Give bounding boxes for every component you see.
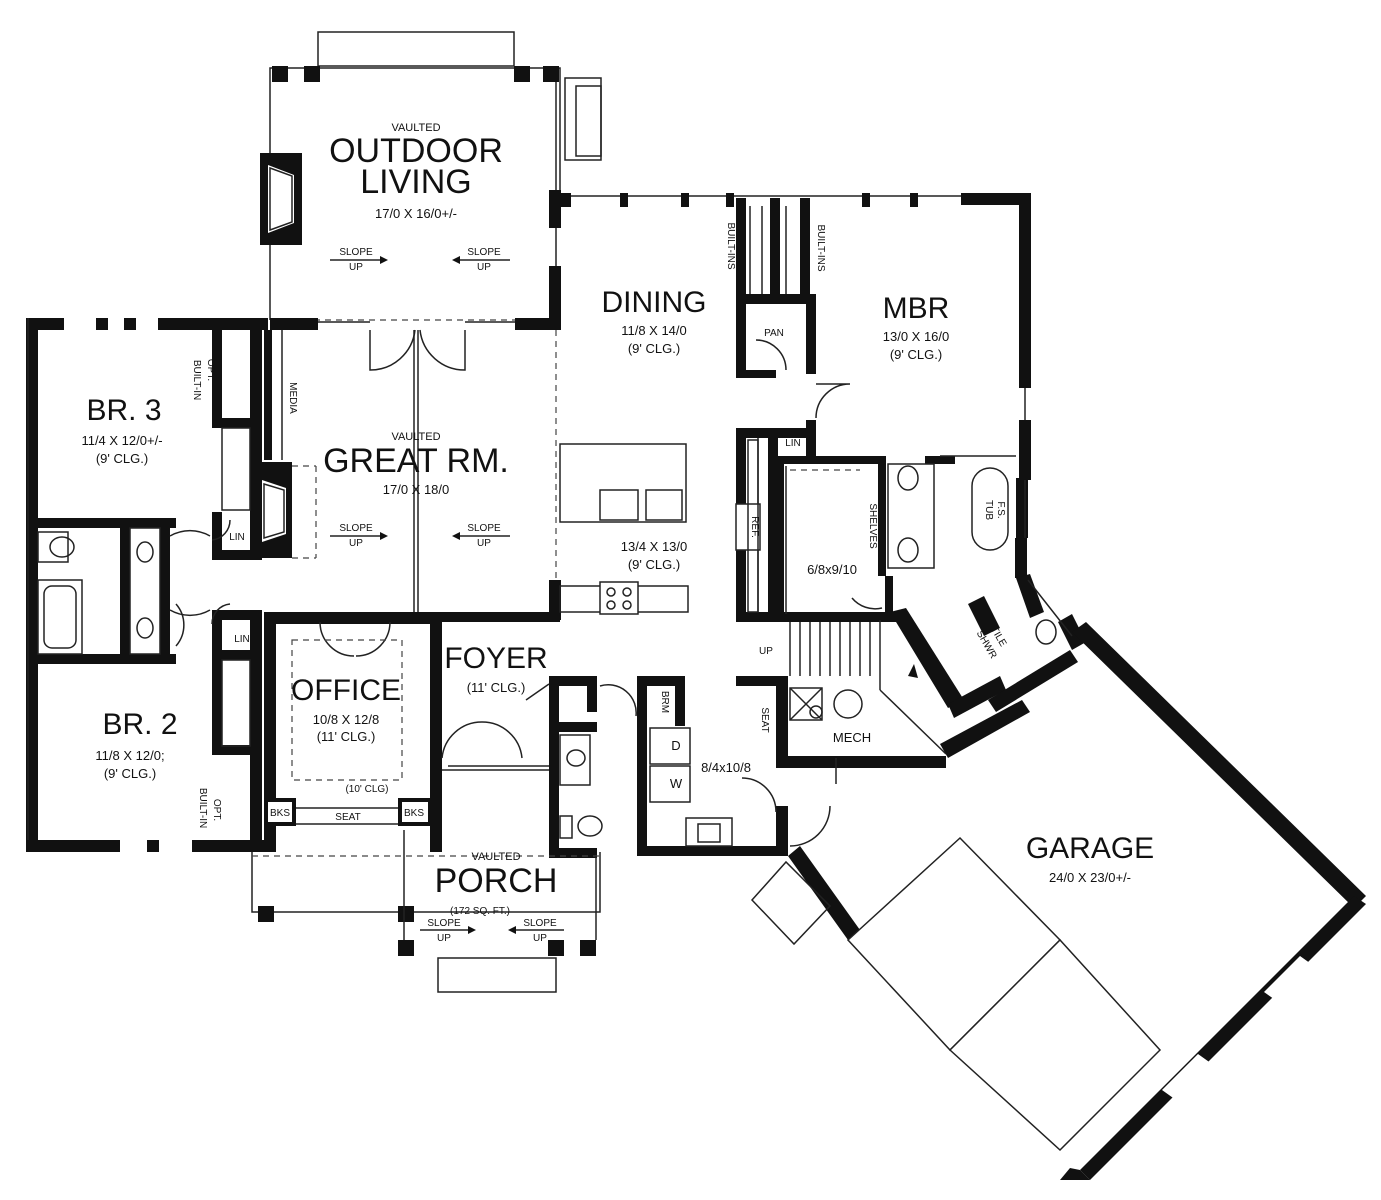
dining-name: DINING bbox=[602, 286, 707, 319]
room-labels: VAULTED OUTDOOR LIVING 17/0 X 16/0+/- DI… bbox=[81, 122, 1154, 917]
exterior-walls bbox=[26, 190, 1031, 852]
foyer-name: FOYER bbox=[444, 642, 547, 675]
office-size: 10/8 X 12/8 bbox=[313, 712, 380, 727]
outdoor-living-prefix: VAULTED bbox=[391, 122, 440, 134]
up-label-great-left: UP bbox=[349, 538, 363, 549]
interior-walls bbox=[36, 198, 1086, 858]
garage-walls bbox=[750, 579, 1366, 1180]
garage-name: GARAGE bbox=[1026, 832, 1154, 865]
office-name: OFFICE bbox=[291, 674, 401, 707]
porch-prefix: VAULTED bbox=[471, 851, 520, 863]
fixtures bbox=[37, 427, 1057, 847]
built-ins-label-dining: BUILT-INS bbox=[725, 222, 736, 269]
fixture-labels: BUILT-INS BUILT-INS OPT. BUILT-IN OPT. B… bbox=[191, 222, 1008, 828]
br2-size: 11/8 X 12/0; bbox=[95, 748, 164, 763]
kitchen-ceiling: (9' CLG.) bbox=[628, 557, 680, 572]
br3-ceiling: (9' CLG.) bbox=[96, 451, 148, 466]
closet-size: 6/8x9/10 bbox=[807, 562, 857, 577]
slope-markers bbox=[330, 256, 564, 934]
bookshelf-right-label: BKS bbox=[404, 808, 424, 819]
porch-name: PORCH bbox=[435, 862, 558, 900]
stair-up-label: UP bbox=[759, 646, 773, 657]
slope-labels: SLOPE UP SLOPE UP SLOPE UP SLOPE UP SLOP… bbox=[339, 247, 557, 944]
outdoor-living-steps bbox=[317, 31, 602, 161]
mbr-size: 13/0 X 16/0 bbox=[883, 329, 950, 344]
br3-name: BR. 3 bbox=[86, 394, 161, 427]
refrigerator-label: REF. bbox=[749, 516, 760, 538]
slope-label-porch-right: SLOPE bbox=[523, 918, 557, 929]
outdoor-living-size: 17/0 X 16/0+/- bbox=[375, 206, 457, 221]
linen-label-br3: LIN bbox=[229, 532, 245, 543]
slope-label-porch-left: SLOPE bbox=[427, 918, 461, 929]
porch-size: (172 SQ. FT.) bbox=[450, 906, 510, 917]
office-ceiling: (11' CLG.) bbox=[317, 729, 376, 744]
mech-name: MECH bbox=[833, 730, 871, 745]
foyer-ceiling: (11' CLG.) bbox=[467, 680, 526, 695]
outdoor-living-name-line2: LIVING bbox=[360, 163, 471, 201]
linen-label-br2: LIN bbox=[234, 634, 250, 645]
washer-label: W bbox=[670, 776, 683, 791]
laundry-size: 8/4x10/8 bbox=[701, 760, 751, 775]
tub-label-1: F.S. bbox=[995, 501, 1006, 518]
built-in-label-br2: BUILT-IN bbox=[197, 788, 208, 828]
opt-label-br2: OPT. bbox=[211, 799, 222, 821]
shelves-label: SHELVES bbox=[867, 503, 878, 549]
outdoor-posts bbox=[272, 66, 559, 82]
slope-label-outdoor-left: SLOPE bbox=[339, 247, 373, 258]
up-label-great-right: UP bbox=[477, 538, 491, 549]
up-label-outdoor-right: UP bbox=[477, 262, 491, 273]
media-label: MEDIA bbox=[287, 382, 298, 414]
built-in-label-br3: BUILT-IN bbox=[191, 360, 202, 400]
opt-label-br3: OPT. bbox=[205, 359, 216, 381]
up-label-outdoor-left: UP bbox=[349, 262, 363, 273]
linen-label-mbr: LIN bbox=[785, 438, 801, 449]
office-seat-label: SEAT bbox=[335, 812, 360, 823]
doors bbox=[169, 329, 883, 847]
slope-label-great-right: SLOPE bbox=[467, 523, 501, 534]
br2-ceiling: (9' CLG.) bbox=[104, 766, 156, 781]
pantry-label: PAN bbox=[764, 328, 784, 339]
great-rm-size: 17/0 X 18/0 bbox=[383, 482, 450, 497]
br2-name: BR. 2 bbox=[102, 708, 177, 741]
great-rm-name: GREAT RM. bbox=[323, 442, 509, 480]
outdoor-fireplace bbox=[260, 153, 302, 245]
slope-label-great-left: SLOPE bbox=[339, 523, 373, 534]
great-rm-prefix: VAULTED bbox=[391, 431, 440, 443]
br3-size: 11/4 X 12/0+/- bbox=[81, 433, 162, 448]
mbr-ceiling: (9' CLG.) bbox=[890, 347, 942, 362]
slope-label-outdoor-right: SLOPE bbox=[467, 247, 501, 258]
kitchen-size: 13/4 X 13/0 bbox=[621, 539, 688, 554]
laundry-seat-label: SEAT bbox=[759, 707, 770, 732]
dining-size: 11/8 X 14/0 bbox=[621, 323, 687, 338]
outdoor-living-name-line1: OUTDOOR bbox=[329, 132, 503, 170]
office-window-ceiling: (10' CLG) bbox=[345, 784, 388, 795]
bookshelf-left-label: BKS bbox=[270, 808, 290, 819]
built-ins-label-mbr: BUILT-INS bbox=[815, 224, 826, 271]
broom-closet-label: BRM bbox=[659, 691, 670, 713]
garage-size: 24/0 X 23/0+/- bbox=[1049, 870, 1131, 885]
tub-label-2: TUB bbox=[983, 500, 994, 520]
dining-ceiling: (9' CLG.) bbox=[628, 341, 680, 356]
mbr-name: MBR bbox=[883, 292, 950, 325]
dryer-label: D bbox=[671, 738, 680, 753]
up-label-porch-left: UP bbox=[437, 933, 451, 944]
up-label-porch-right: UP bbox=[533, 933, 547, 944]
garage-openings bbox=[1158, 676, 1314, 1100]
porch bbox=[251, 830, 601, 993]
